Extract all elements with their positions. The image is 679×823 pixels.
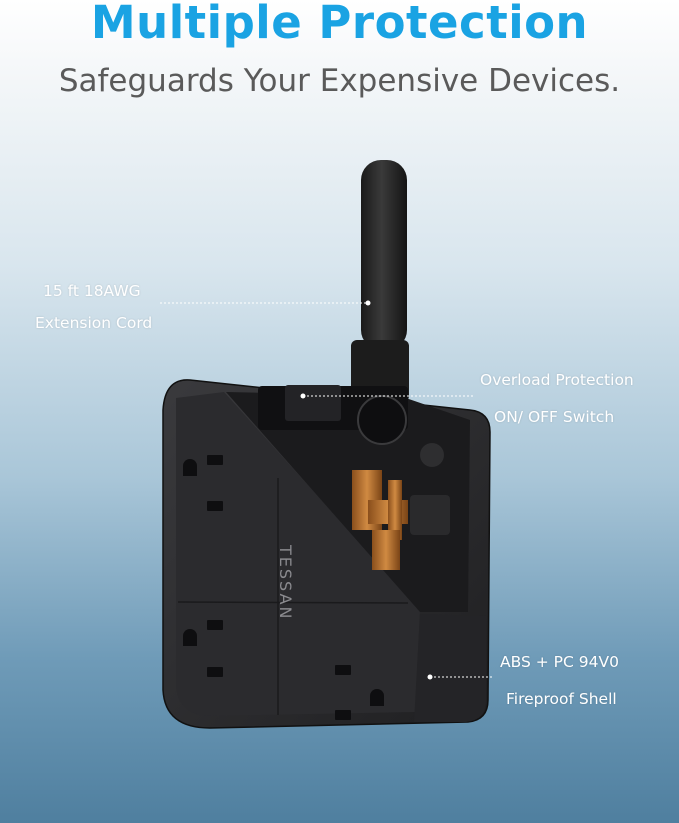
copper-terminal xyxy=(372,530,400,570)
copper-terminal xyxy=(388,480,402,540)
internal-component xyxy=(410,495,450,535)
switch-collar xyxy=(357,395,407,445)
cord-callout-line2: Extension Cord xyxy=(35,314,153,332)
outlet-bottom-left xyxy=(183,620,223,677)
shell-corner xyxy=(414,614,486,722)
switch-callout-line1: Overload Protection xyxy=(480,371,634,389)
outlet-bottom-right xyxy=(335,665,384,720)
page-title: Multiple Protection xyxy=(90,0,589,49)
page-subtitle: Safeguards Your Expensive Devices. xyxy=(58,63,621,99)
outlet-top-left xyxy=(183,455,223,511)
power-cord xyxy=(361,160,407,350)
internal-cutaway xyxy=(226,392,470,612)
shell-callout-line2: Fireproof Shell xyxy=(506,690,617,708)
internal-component xyxy=(420,443,444,467)
cord-callout-line1: 15 ft 18AWG xyxy=(43,282,141,300)
on-off-switch xyxy=(285,385,341,421)
brand-logo: TESSAN xyxy=(276,544,295,620)
switch-callout-line2: ON/ OFF Switch xyxy=(494,408,615,426)
front-face xyxy=(176,392,420,716)
shell-callout-line1: ABS + PC 94V0 xyxy=(500,653,619,671)
